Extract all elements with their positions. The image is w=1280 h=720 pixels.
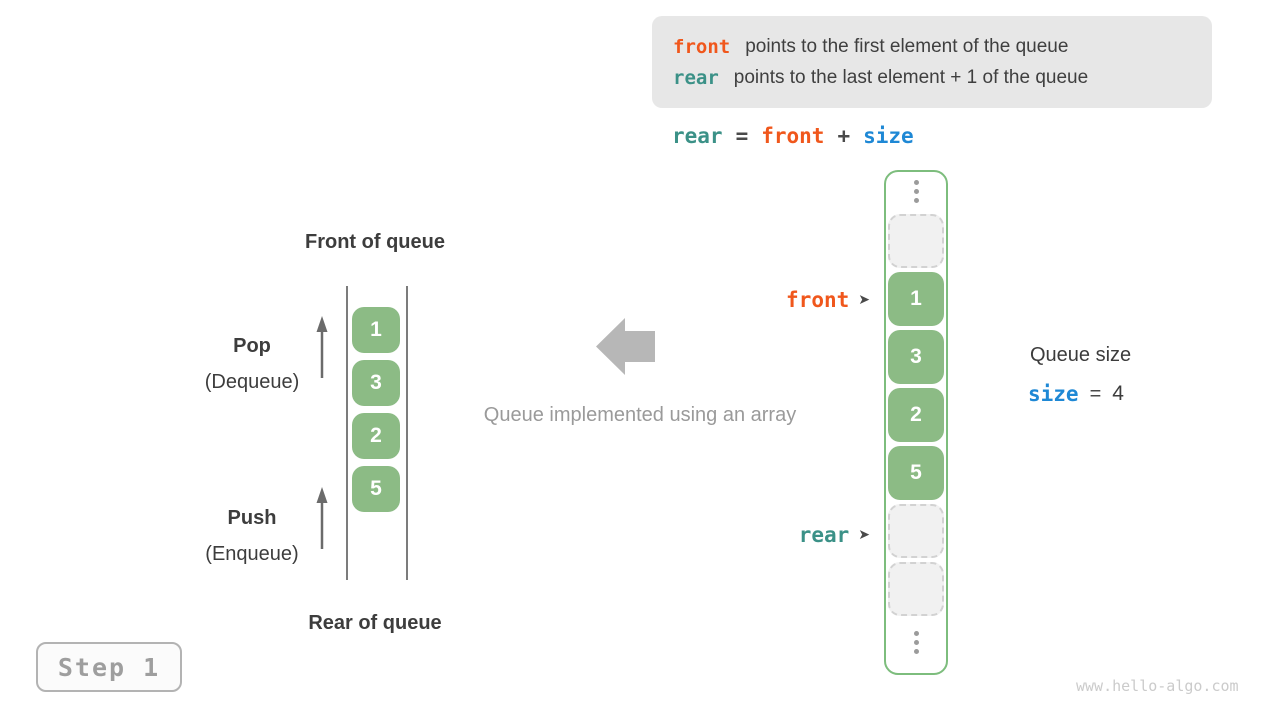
- pop-arrow-icon: [316, 316, 328, 378]
- front-pointer: front ➤: [735, 286, 870, 314]
- front-pointer-arrow-icon: ➤: [858, 292, 870, 308]
- formula-size: size: [863, 124, 914, 148]
- queue-wall-right: [406, 286, 408, 580]
- array-container: 1 3 2 5: [884, 170, 948, 675]
- stack-cell-3-value: 5: [370, 477, 382, 500]
- push-arrow-icon: [316, 487, 328, 549]
- array-empty-cell-top: [888, 214, 944, 268]
- array-cell-2-value: 2: [910, 403, 922, 426]
- formula-rear: rear: [672, 124, 723, 148]
- stack-cell-0-value: 1: [370, 318, 382, 341]
- front-pointer-label: front: [786, 288, 850, 312]
- watermark: www.hello-algo.com: [1076, 677, 1239, 695]
- size-equals: =: [1089, 382, 1102, 405]
- size-value: 4: [1112, 382, 1124, 405]
- formula-equals: =: [735, 124, 749, 148]
- size-keyword: size: [1028, 382, 1079, 406]
- front-keyword: front: [673, 35, 731, 58]
- legend-box: front points to the first element of the…: [652, 16, 1212, 108]
- front-of-queue-label: Front of queue: [305, 231, 445, 253]
- ellipsis-top-icon: [886, 180, 946, 203]
- left-block-arrow-icon: [596, 318, 655, 375]
- rear-of-queue-label: Rear of queue: [308, 612, 442, 634]
- array-cell-2: 2: [888, 388, 944, 442]
- front-description: points to the first element of the queue: [745, 35, 1069, 57]
- rear-description: points to the last element + 1 of the qu…: [733, 66, 1089, 88]
- rear-pointer-arrow-icon: ➤: [858, 527, 870, 543]
- step-badge: Step 1: [36, 642, 182, 692]
- stack-cell-1-value: 3: [370, 371, 382, 394]
- array-cell-front-value: 1: [910, 287, 922, 310]
- enqueue-label: (Enqueue): [205, 543, 299, 565]
- array-empty-cell-rear: [888, 504, 944, 558]
- queue-wall-left: [346, 286, 348, 580]
- queue-size-title: Queue size: [1030, 344, 1132, 366]
- legend-line-rear: rear points to the last element + 1 of t…: [673, 67, 1212, 89]
- pop-label: Pop: [233, 335, 271, 357]
- stack-cell-1: 3: [352, 360, 400, 406]
- rear-pointer: rear ➤: [735, 521, 870, 549]
- array-cell-1-value: 3: [910, 345, 922, 368]
- array-cell-front: 1: [888, 272, 944, 326]
- center-caption: Queue implemented using an array: [483, 404, 797, 426]
- array-cell-last: 5: [888, 446, 944, 500]
- stack-cell-2-value: 2: [370, 424, 382, 447]
- legend-line-front: front points to the first element of the…: [673, 36, 1212, 58]
- array-cell-last-value: 5: [910, 461, 922, 484]
- formula: rear = front + size: [672, 121, 914, 151]
- queue-size-equation: size = 4: [1028, 380, 1124, 408]
- array-cell-1: 3: [888, 330, 944, 384]
- stack-cell-0: 1: [352, 307, 400, 353]
- rear-pointer-label: rear: [798, 523, 850, 547]
- stack-cell-3: 5: [352, 466, 400, 512]
- formula-front: front: [761, 124, 825, 148]
- stack-cell-2: 2: [352, 413, 400, 459]
- rear-keyword: rear: [673, 66, 719, 89]
- ellipsis-bottom-icon: [886, 631, 946, 654]
- dequeue-label: (Dequeue): [204, 371, 300, 393]
- array-empty-cell-bottom: [888, 562, 944, 616]
- push-label: Push: [227, 507, 277, 529]
- formula-plus: +: [837, 124, 851, 148]
